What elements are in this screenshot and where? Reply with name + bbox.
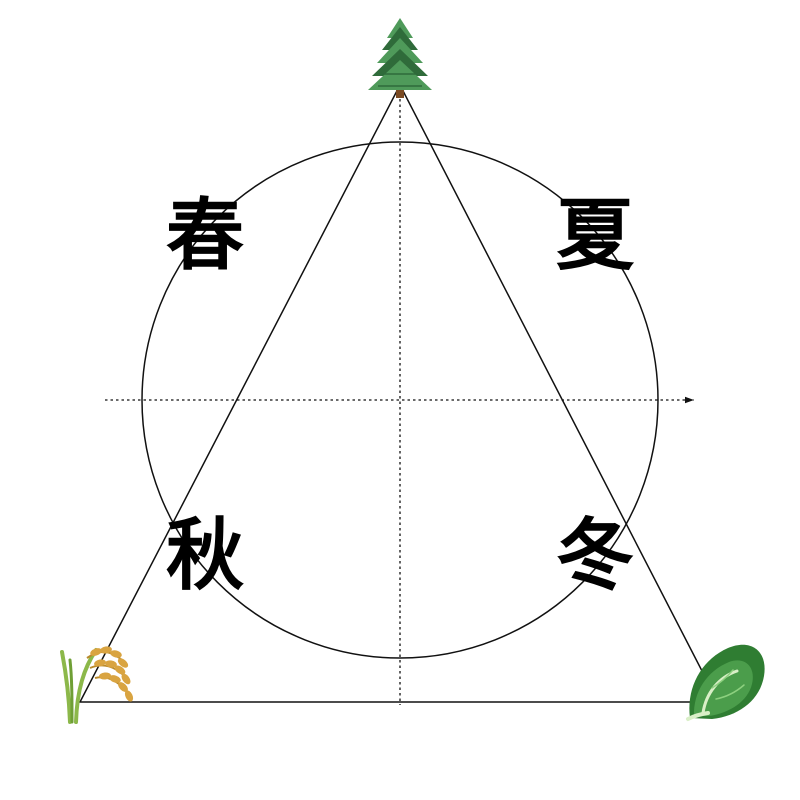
season-label-winter: 冬: [556, 511, 634, 601]
pine-tree-icon: [368, 18, 432, 98]
season-circle: [141, 141, 659, 659]
season-label-spring: 春: [166, 191, 244, 281]
season-label-summer: 夏: [556, 191, 635, 281]
triangle-outline: [78, 83, 720, 703]
season-label-autumn: 秋: [166, 511, 244, 601]
lettuce-icon: [686, 644, 765, 721]
rice-plant-icon: [60, 646, 134, 724]
